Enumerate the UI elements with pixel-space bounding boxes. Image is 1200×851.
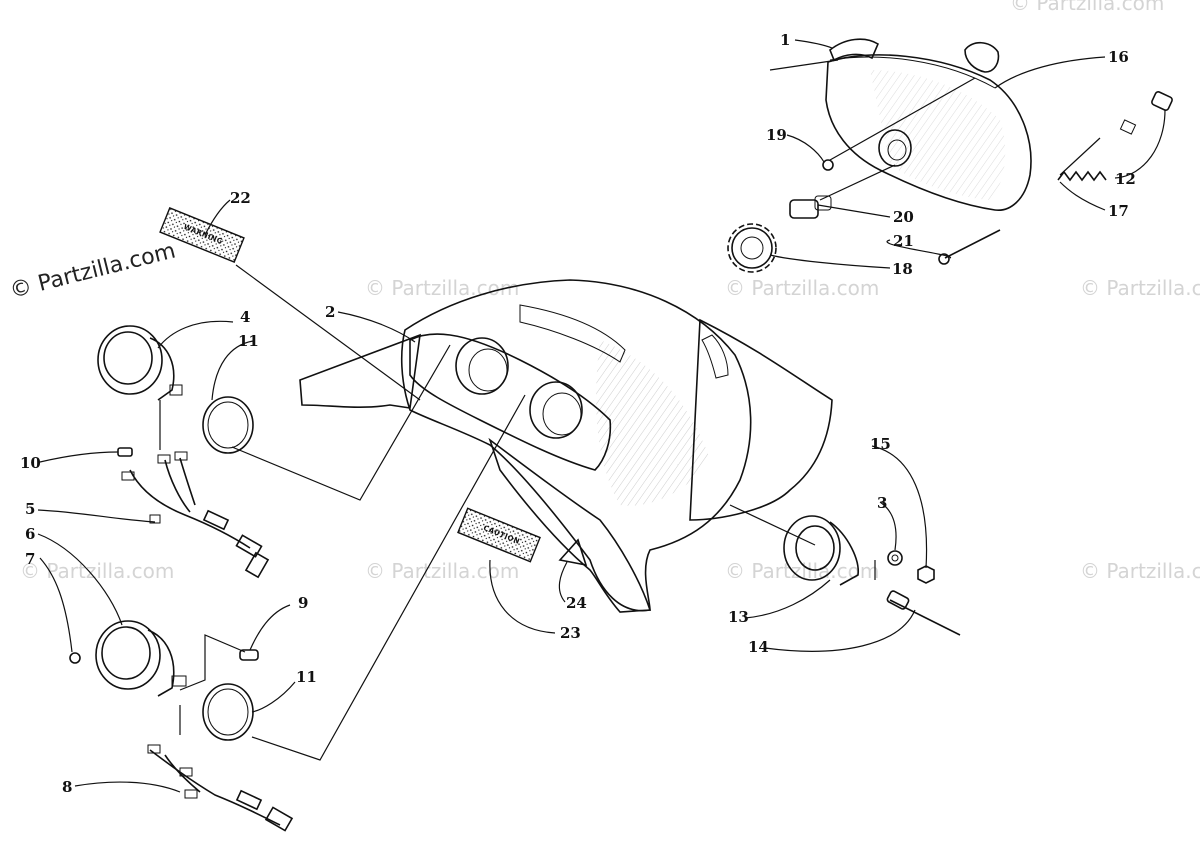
- callout-4: 4: [240, 308, 250, 326]
- part-24-triangle-decal: [558, 538, 588, 567]
- part-15-nut: [917, 565, 935, 584]
- callout-13: 13: [728, 608, 749, 626]
- callout-10: 10: [20, 454, 41, 472]
- callout-11: 11: [238, 332, 259, 350]
- watermark: © Partzilla.com: [1080, 559, 1200, 583]
- copyright-text: © Partzilla.com: [7, 238, 178, 303]
- part-8-harness: [147, 744, 294, 832]
- part-1-cap: [829, 38, 880, 62]
- part-17-spring: [1057, 170, 1107, 182]
- part-10-bulb: [117, 447, 133, 457]
- part-22-warning-decal: WARNING: [159, 207, 245, 263]
- hood-console: [299, 279, 833, 613]
- callout-22: 22: [230, 189, 251, 207]
- watermark: © Partzilla.com: [725, 559, 879, 583]
- part-20-bulb: [789, 195, 832, 219]
- callout-23: 23: [560, 624, 581, 642]
- callout-5: 5: [25, 500, 35, 518]
- callout-6: 6: [25, 525, 35, 543]
- callout-24: 24: [566, 594, 587, 612]
- watermark: © Partzilla.com: [365, 559, 519, 583]
- part-3-washer: [887, 550, 903, 566]
- part-23-caution-decal: CAUTION: [457, 507, 541, 563]
- callout-16: 16: [1108, 48, 1129, 66]
- headlight-housing: [825, 54, 1032, 211]
- callout-layer: 1 2 3 4 5 6 7 8 9 10 11 11 12 13 14 15 1…: [20, 31, 1136, 796]
- callout-7: 7: [25, 550, 35, 568]
- part-12-cap: [1151, 91, 1173, 111]
- part-11-ring-lower: [202, 683, 254, 741]
- part-11-ring: [202, 396, 254, 454]
- callout-21: 21: [893, 232, 914, 250]
- callout-20: 20: [893, 208, 914, 226]
- callout-19: 19: [766, 126, 787, 144]
- part-6-gauge: [95, 620, 187, 697]
- callout-15: 15: [870, 435, 891, 453]
- part-5-harness: [121, 451, 270, 579]
- callout-9: 9: [298, 594, 308, 612]
- callout-3: 3: [877, 494, 887, 512]
- leader-lines: [37, 39, 1166, 793]
- callout-17: 17: [1108, 202, 1129, 220]
- watermark: © Partzilla.com: [1010, 0, 1164, 15]
- part-12-plate: [1119, 119, 1137, 135]
- callout-18: 18: [892, 260, 913, 278]
- part-9-bulb: [239, 649, 259, 661]
- part-19-screw: [822, 159, 834, 171]
- callout-8: 8: [62, 778, 72, 796]
- callout-12: 12: [1115, 170, 1136, 188]
- part-13-housing: [783, 515, 859, 586]
- part-21-screw: [938, 229, 1001, 265]
- callout-2: 2: [325, 303, 335, 321]
- watermark: © Partzilla.com: [20, 559, 174, 583]
- callout-11-lower: 11: [296, 668, 317, 686]
- part-4-gauge: [97, 325, 183, 401]
- watermark: © Partzilla.com: [1080, 276, 1200, 300]
- watermark: © Partzilla.com: [725, 276, 879, 300]
- part-16-knob: [964, 41, 1000, 73]
- part-18-ring: [727, 223, 777, 273]
- part-7-screw: [69, 652, 81, 664]
- watermark-layer: © Partzilla.com © Partzilla.com © Partzi…: [20, 0, 1200, 583]
- callout-14: 14: [748, 638, 769, 656]
- part-14-cable: [886, 590, 961, 636]
- watermark: © Partzilla.com: [365, 276, 519, 300]
- callout-1: 1: [780, 31, 790, 49]
